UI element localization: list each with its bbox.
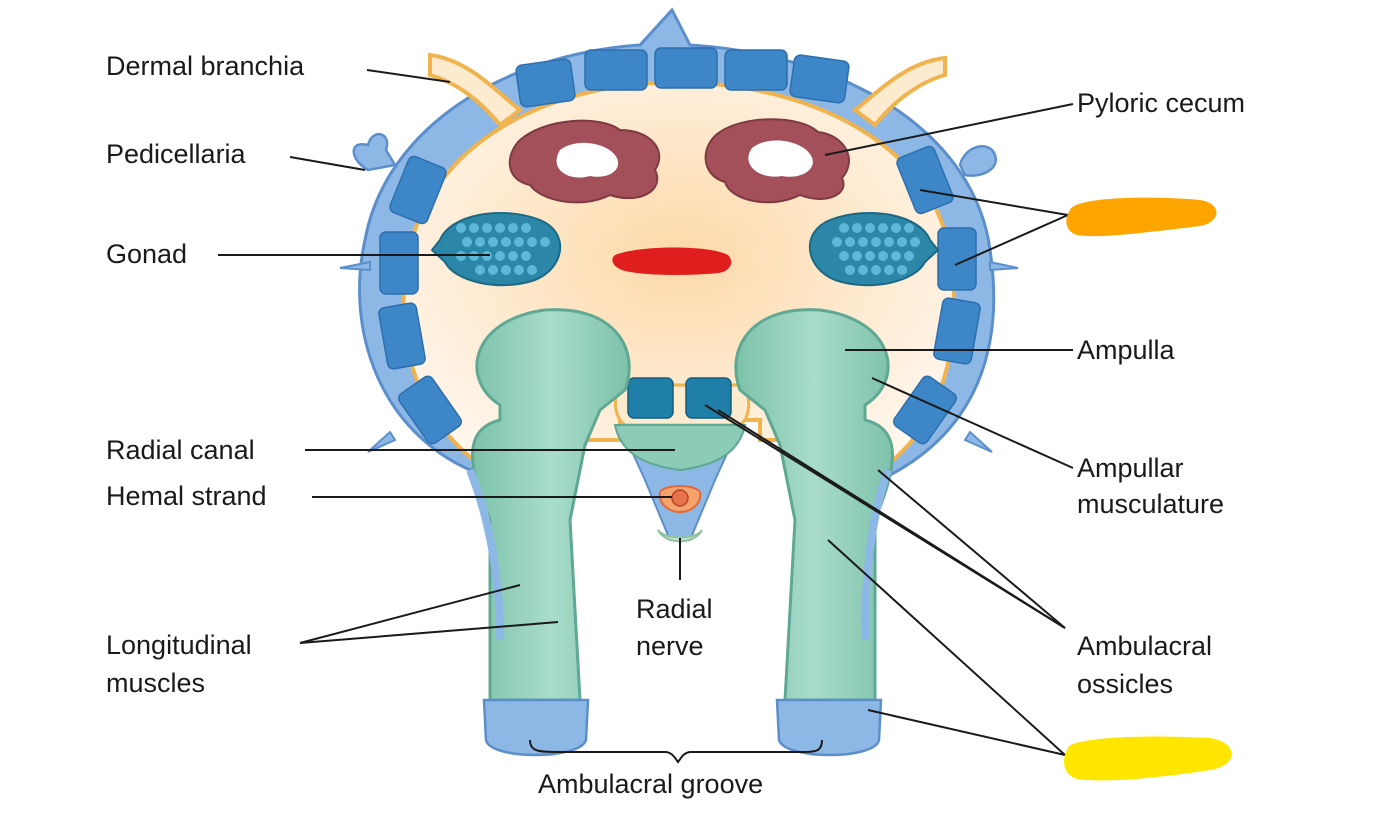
redaction-marker-red <box>612 247 732 275</box>
label-ampulla: Ampulla <box>1077 335 1176 365</box>
label-ambulacral-ossicles-line2: ossicles <box>1077 669 1173 699</box>
label-pyloric-cecum: Pyloric cecum <box>1077 88 1245 118</box>
pedicellaria-right <box>958 145 997 177</box>
gonad-right <box>808 212 940 287</box>
gonad-granule <box>514 237 524 247</box>
gonad-granule <box>521 251 531 261</box>
gonad-granule <box>540 237 550 247</box>
spine-left-1 <box>339 260 371 272</box>
gonad-granule <box>488 237 498 247</box>
redaction-marker-yellow <box>1064 736 1232 781</box>
label-ambulacral-ossicles-line1: Ambulacral <box>1077 631 1212 661</box>
gonad-granule <box>904 251 914 261</box>
gonad-granule <box>904 223 914 233</box>
gonad-granule <box>456 223 466 233</box>
label-pedicellaria: Pedicellaria <box>106 139 247 169</box>
gonad-granule <box>501 237 511 247</box>
ambulacral-groove-brace <box>529 739 823 764</box>
gonad-granule <box>871 237 881 247</box>
label-hemal-strand: Hemal strand <box>106 481 267 511</box>
gonad-granule <box>475 265 485 275</box>
gonad-granule <box>514 265 524 275</box>
gonad-granule <box>878 223 888 233</box>
gonad-granule <box>865 223 875 233</box>
gonad-granule <box>884 265 894 275</box>
label-ambulacral-groove: Ambulacral groove <box>538 769 763 799</box>
gonad-granule <box>871 265 881 275</box>
spine-right-2 <box>963 430 993 453</box>
leader-lines <box>218 69 1074 756</box>
label-dermal-branchia: Dermal branchia <box>106 51 305 81</box>
gonad-left <box>430 212 562 287</box>
gonad-granule <box>501 265 511 275</box>
radial-nerve <box>657 529 703 543</box>
gonad-granule <box>897 265 907 275</box>
gonad-granule <box>495 223 505 233</box>
label-radial-nerve-line2: nerve <box>636 631 704 661</box>
gonad-granule <box>462 237 472 247</box>
tube-foot-left <box>471 308 631 757</box>
gonad-granule <box>884 237 894 247</box>
gonad-granule <box>488 265 498 275</box>
gonad-granule <box>858 237 868 247</box>
gonad-granule <box>865 251 875 261</box>
label-longitudinal-muscles-line1: Longitudinal <box>106 630 252 660</box>
gonad-granule <box>845 237 855 247</box>
ambulacral-ossicle-left <box>627 377 674 419</box>
gonad-granule <box>832 237 842 247</box>
gonad-granule <box>878 251 888 261</box>
label-ampullar-musculature-line1: Ampullar <box>1077 453 1184 483</box>
gonad-granule <box>845 265 855 275</box>
label-radial-canal: Radial canal <box>106 435 255 465</box>
redaction-marker-orange <box>1066 197 1217 237</box>
gonad-granule <box>858 265 868 275</box>
gonad-granule <box>482 223 492 233</box>
gonad-granule <box>475 237 485 247</box>
ambulacral-ossicle-right <box>685 377 732 419</box>
gonad-granule <box>839 223 849 233</box>
radial-canal <box>613 424 747 472</box>
spine-left-2 <box>367 430 397 453</box>
label-ampullar-musculature-line2: musculature <box>1077 489 1224 519</box>
gonad-granule <box>521 223 531 233</box>
label-longitudinal-muscles-line2: muscles <box>106 668 205 698</box>
gonad-granule <box>910 237 920 247</box>
spine-right-1 <box>989 260 1019 272</box>
longitudinal-sheath-left <box>466 468 504 641</box>
longitudinal-sheath-right <box>861 468 892 641</box>
label-gonad: Gonad <box>106 239 187 269</box>
gonad-granule <box>852 251 862 261</box>
gonad-granule <box>527 265 537 275</box>
pyloric-cecum-right-lumen <box>748 140 813 177</box>
label-radial-nerve-line1: Radial <box>636 594 713 624</box>
tube-foot-right <box>734 308 894 757</box>
gonad-granule <box>495 251 505 261</box>
gonad-granule <box>527 237 537 247</box>
body-wall-plates <box>378 47 981 445</box>
hemal-strand-core <box>671 489 689 507</box>
dermal-branchia-right <box>851 55 947 128</box>
pyloric-cecum-left-lumen <box>556 142 619 178</box>
gonad-granule <box>891 251 901 261</box>
gonad-granule <box>852 223 862 233</box>
gonad-granule <box>508 223 518 233</box>
gonad-granule <box>891 223 901 233</box>
gonad-granule <box>839 251 849 261</box>
gonad-granule <box>897 237 907 247</box>
gonad-granule <box>469 223 479 233</box>
gonad-granule <box>508 251 518 261</box>
pedicellaria-left <box>352 133 397 172</box>
